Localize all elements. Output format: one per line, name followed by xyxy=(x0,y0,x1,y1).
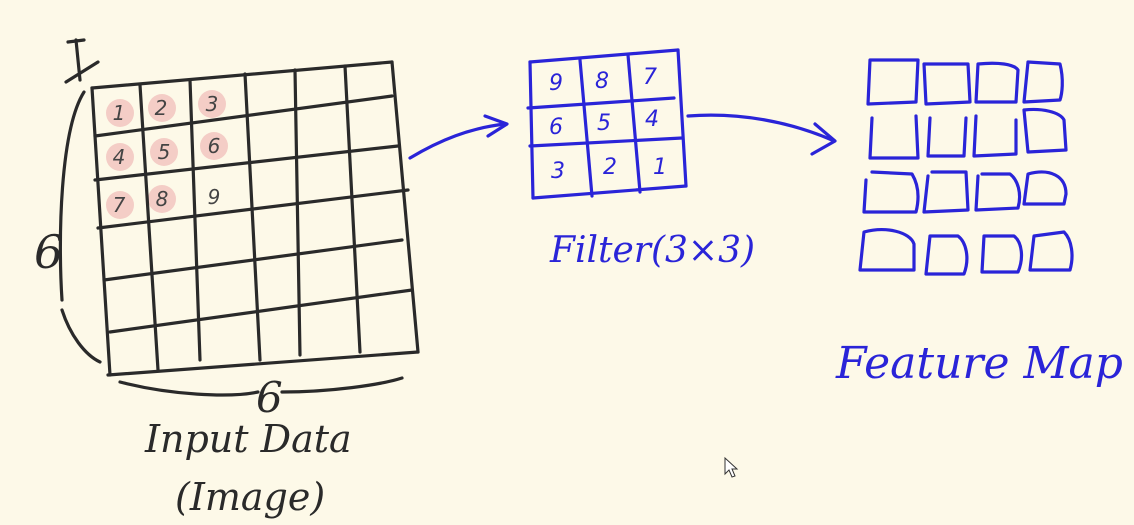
input-cell-9: 9 xyxy=(208,185,221,209)
filter-cell-1: 9 xyxy=(549,71,563,96)
feature-map-label: Feature Map xyxy=(835,338,1123,389)
filter-cell-4: 6 xyxy=(549,115,563,140)
input-cell-4: 4 xyxy=(113,145,126,169)
filter-grid: 9 8 7 6 5 4 3 2 1 xyxy=(526,48,688,200)
filter-cell-9: 1 xyxy=(653,155,667,180)
input-cell-1: 1 xyxy=(113,101,126,125)
input-image-label: (Image) xyxy=(175,475,325,519)
input-cell-2: 2 xyxy=(155,96,168,120)
input-dimension-marks: 1 6 6 xyxy=(34,38,404,422)
feature-map-grid xyxy=(858,58,1074,276)
mouse-cursor-icon xyxy=(724,456,739,478)
filter-label: Filter(3×3) xyxy=(549,230,755,271)
receptive-field-highlight xyxy=(106,90,228,219)
filter-cell-8: 2 xyxy=(603,155,617,180)
filter-cell-5: 5 xyxy=(597,111,611,136)
input-cell-5: 5 xyxy=(158,140,171,164)
arrow-to-feature-map xyxy=(686,113,837,156)
filter-cell-3: 7 xyxy=(643,65,657,90)
input-cell-3: 3 xyxy=(206,92,219,116)
filter-cell-2: 8 xyxy=(595,69,609,94)
height-label: 6 xyxy=(34,225,63,279)
filter-cell-6: 4 xyxy=(645,107,659,132)
input-grid: 1 2 3 4 5 6 7 8 9 xyxy=(90,60,420,377)
input-data-label: Input Data xyxy=(144,417,352,461)
arrow-to-filter xyxy=(408,114,509,160)
filter-cell-7: 3 xyxy=(551,159,565,184)
input-cell-7: 7 xyxy=(113,193,126,217)
width-label: 6 xyxy=(256,373,283,422)
input-cell-8: 8 xyxy=(156,187,169,211)
input-cell-6: 6 xyxy=(208,134,221,158)
